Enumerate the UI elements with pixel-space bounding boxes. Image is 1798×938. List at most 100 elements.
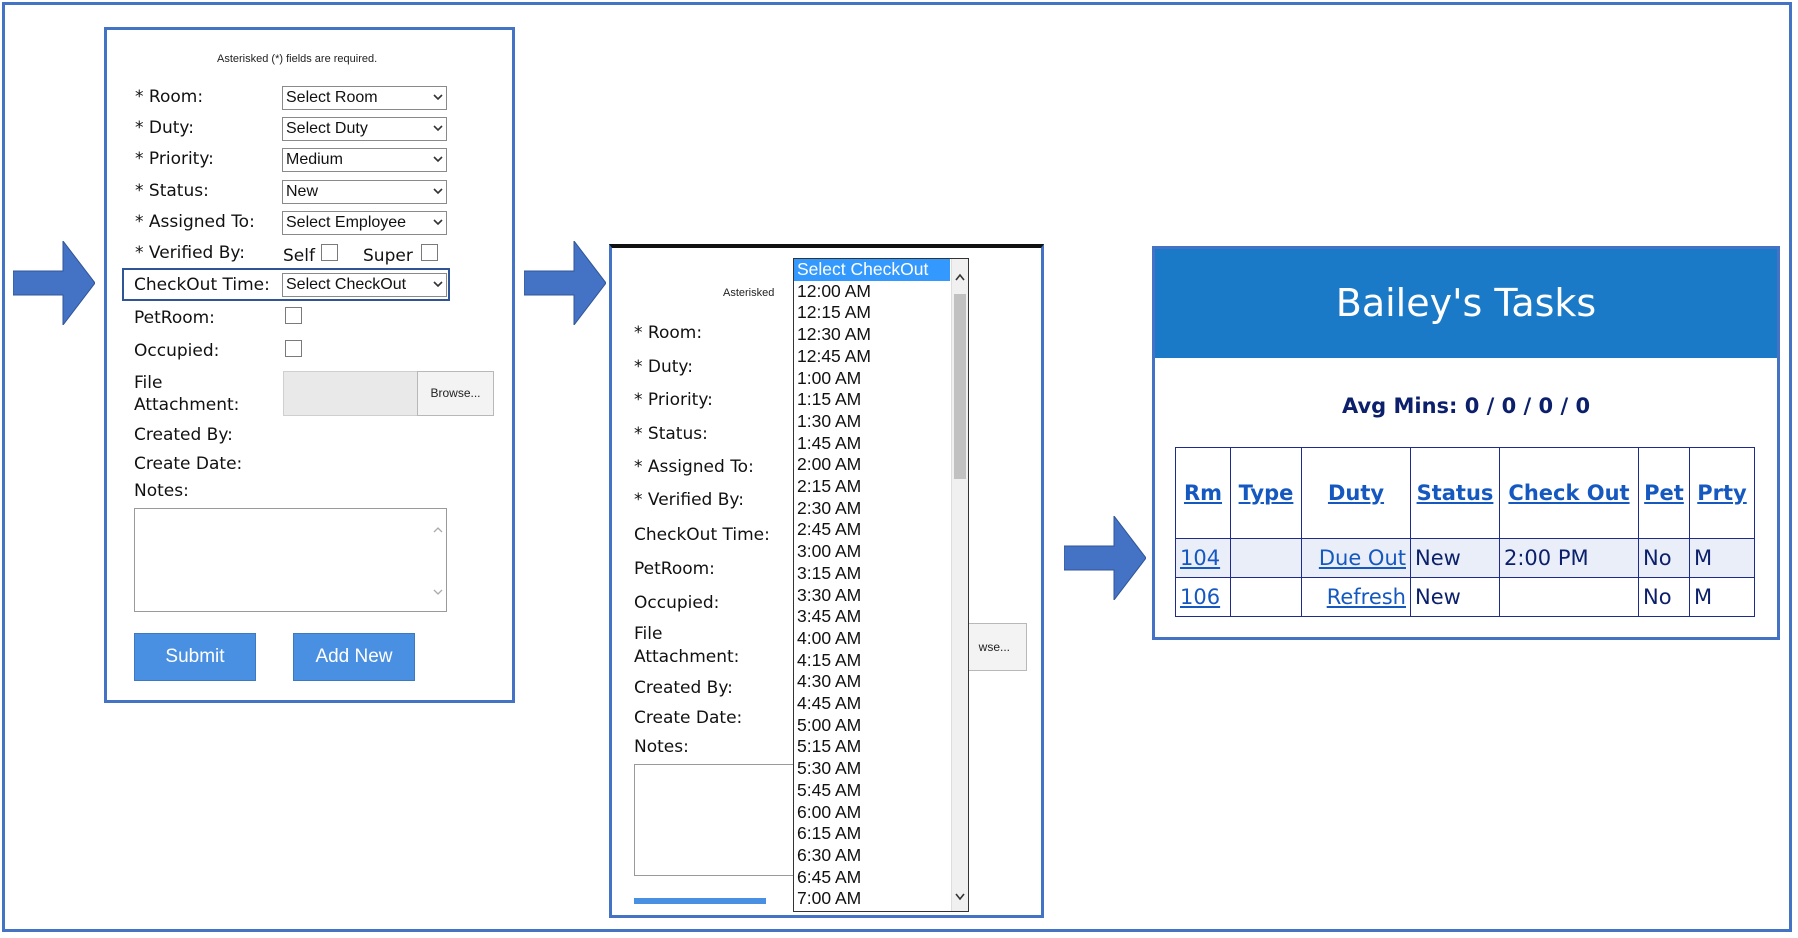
submit-button-partial[interactable] [634,898,766,904]
browse-button[interactable]: Browse... [417,371,494,416]
scrollbar-thumb[interactable] [954,294,966,479]
status-select[interactable]: New [282,180,447,204]
scroll-up-icon[interactable] [955,273,965,281]
checkout-option[interactable]: 4:45 AM [797,693,862,713]
add-new-button[interactable]: Add New [293,633,415,681]
checkout-option[interactable]: 3:15 AM [797,562,862,583]
cell-checkout [1499,577,1639,617]
room-link[interactable]: 104 [1180,546,1221,570]
cell-pet: No [1638,538,1690,578]
header-checkout[interactable]: Check Out [1499,447,1639,539]
occupied-label: Occupied: [134,341,220,361]
checkout-option[interactable]: 6:00 AM [797,801,862,822]
checkout-option[interactable]: 7:00 AM [797,888,862,909]
petroom-checkbox[interactable] [285,307,302,324]
header-status[interactable]: Status [1410,447,1500,539]
checkout-option[interactable]: 2:45 AM [797,519,862,540]
chevron-down-icon [433,188,443,195]
tasks-title: Bailey's Tasks [1155,249,1777,358]
room-label: * Room: [634,323,703,343]
checkout-option[interactable]: 1:15 AM [797,389,862,410]
checkout-option[interactable]: 5:15 AM [797,736,862,757]
table-row: 106 Refresh New No M [1175,577,1755,617]
checkout-option[interactable]: 5:30 AM [797,758,862,779]
checkout-option[interactable]: 4:15 AM [797,649,862,670]
textarea-scroll-icon [433,527,443,595]
checkout-option[interactable]: 5:45 AM [797,779,862,800]
checkout-option[interactable]: 2:00 AM [797,454,862,475]
notes-textarea[interactable] [634,764,804,876]
checkout-option[interactable]: 6:30 AM [797,844,862,865]
petroom-label: PetRoom: [134,308,215,328]
priority-label: * Priority: [634,390,713,410]
checkout-option[interactable]: 1:45 AM [797,432,862,453]
checkout-select-value: Select CheckOut [286,276,407,293]
super-checkbox[interactable] [421,244,438,261]
priority-select[interactable]: Medium [282,148,447,172]
header-type[interactable]: Type [1230,447,1302,539]
avg-mins: Avg Mins: 0 / 0 / 0 / 0 [1341,394,1591,418]
dropdown-scrollbar[interactable] [951,259,968,911]
checkout-select[interactable]: Select CheckOut [282,273,447,297]
checkout-dropdown-panel: Asterisked * Room: * Duty: * Priority: *… [609,244,1044,918]
checkout-option[interactable]: 5:00 AM [797,714,862,735]
cell-status: New [1410,538,1500,578]
checkout-option[interactable]: 2:30 AM [797,497,862,518]
duty-label: * Duty: [135,118,194,138]
cell-prty: M [1689,577,1755,617]
header-prty[interactable]: Prty [1689,447,1755,539]
cell-duty: Due Out [1301,538,1411,578]
file-path-field[interactable] [283,371,420,416]
cell-pet: No [1638,577,1690,617]
checkout-option[interactable]: 3:45 AM [797,606,862,627]
chevron-down-icon [433,219,443,226]
checkout-option[interactable]: 4:00 AM [797,627,862,648]
notes-textarea[interactable] [134,508,447,612]
checkout-option-selected[interactable]: Select CheckOut [794,259,950,281]
submit-button[interactable]: Submit [134,633,256,681]
priority-select-value: Medium [286,151,343,168]
flow-arrow-2-icon [524,241,606,325]
duty-select[interactable]: Select Duty [282,117,447,141]
assigned-select[interactable]: Select Employee [282,211,447,235]
checkout-option[interactable]: 12:30 AM [797,324,871,345]
checkout-option[interactable]: 1:00 AM [797,367,862,388]
checkout-option[interactable]: 12:15 AM [797,302,871,323]
checkout-option[interactable]: 3:30 AM [797,584,862,605]
cell-rm: 106 [1175,577,1231,617]
cell-type [1230,577,1302,617]
tasks-panel: Bailey's Tasks Avg Mins: 0 / 0 / 0 / 0 R… [1152,246,1780,640]
checkout-option[interactable]: 12:00 AM [797,280,871,301]
status-label: * Status: [634,424,708,444]
chevron-down-icon [433,156,443,163]
header-pet[interactable]: Pet [1638,447,1690,539]
checkout-option[interactable]: 2:15 AM [797,476,862,496]
verified-label: * Verified By: [135,243,245,263]
checkout-option[interactable]: 12:45 AM [797,345,871,366]
occupied-checkbox[interactable] [285,340,302,357]
checkout-option[interactable]: 3:00 AM [797,541,862,562]
assigned-label: * Assigned To: [135,212,255,232]
required-note: Asterisked (*) fields are required. [217,53,378,65]
file-label-line1: File [134,373,163,393]
checkout-option[interactable]: 6:45 AM [797,866,862,887]
duty-label: * Duty: [634,357,693,377]
status-select-value: New [286,183,319,200]
chevron-down-icon [433,94,443,101]
petroom-label: PetRoom: [634,559,715,579]
checkout-option[interactable]: 4:30 AM [797,671,862,692]
duty-link[interactable]: Due Out [1318,546,1406,570]
task-form-panel: Asterisked (*) fields are required. * Ro… [104,27,515,703]
header-rm[interactable]: Rm [1175,447,1231,539]
room-select[interactable]: Select Room [282,86,447,110]
scroll-down-icon[interactable] [955,893,965,901]
checkout-option[interactable]: 1:30 AM [797,410,862,431]
cell-prty: M [1689,538,1755,578]
room-link[interactable]: 106 [1180,585,1221,609]
header-duty[interactable]: Duty [1301,447,1411,539]
self-checkbox[interactable] [321,244,338,261]
checkout-option[interactable]: 6:15 AM [797,823,862,844]
duty-link[interactable]: Refresh [1326,585,1406,609]
